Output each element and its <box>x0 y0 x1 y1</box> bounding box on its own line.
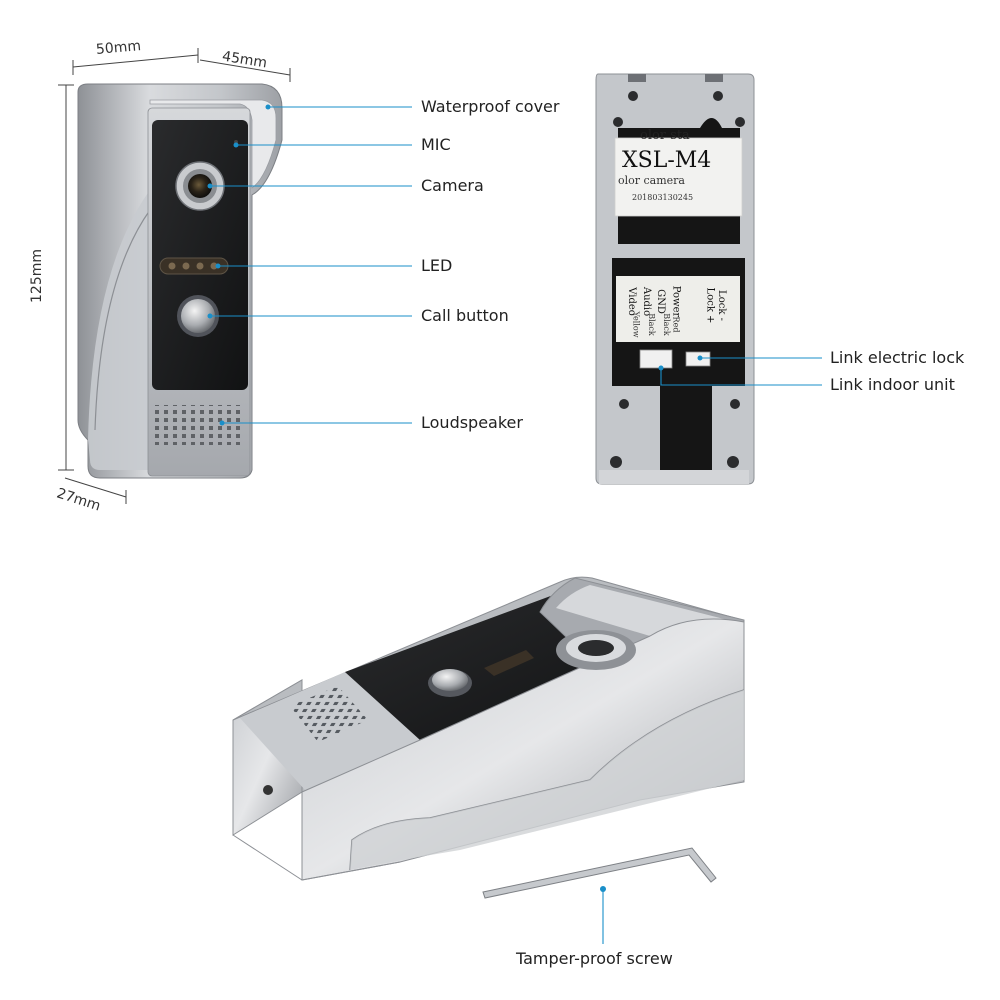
tamper-callout-line <box>600 886 606 944</box>
dimension-lines <box>58 48 291 504</box>
back-callout-dots <box>658 355 703 371</box>
dim-height-label: 125mm <box>29 249 45 303</box>
front-unit <box>58 48 291 504</box>
label-link-electric-lock: Link electric lock <box>830 348 965 367</box>
sticker-sub-text: olor camera <box>618 174 685 187</box>
back-callout-lines <box>660 357 822 386</box>
label-loudspeaker: Loudspeaker <box>421 413 523 432</box>
wire-color-power: Red <box>671 316 681 333</box>
front-callout-lines <box>210 106 412 424</box>
wire-color-gnd: Black <box>661 313 671 336</box>
sticker-top-text: olor sta <box>640 128 690 143</box>
wire-color-audio: Black <box>646 313 656 336</box>
serial-text: 201803130245 <box>632 193 694 202</box>
terminal-power: Power <box>670 285 682 318</box>
label-tamper-proof-screw: Tamper-proof screw <box>516 949 673 968</box>
hex-key <box>482 847 717 899</box>
model-text: XSL-M4 <box>622 148 712 173</box>
wire-color-video: Yellow <box>631 311 641 338</box>
label-camera: Camera <box>421 176 484 195</box>
label-waterproof-cover: Waterproof cover <box>421 97 560 116</box>
terminal-lock-minus: Lock - <box>715 290 727 321</box>
back-panel <box>595 73 755 485</box>
label-led: LED <box>421 256 453 275</box>
front-callout-dots <box>207 104 271 426</box>
label-link-indoor-unit: Link indoor unit <box>830 375 955 394</box>
label-mic: MIC <box>421 135 451 154</box>
terminal-lock-plus: Lock + <box>704 287 716 324</box>
terminal-gnd: GND <box>654 289 666 314</box>
terminal-audio: Audio <box>641 286 653 317</box>
label-call-button: Call button <box>421 306 509 325</box>
iso-unit <box>232 576 745 881</box>
